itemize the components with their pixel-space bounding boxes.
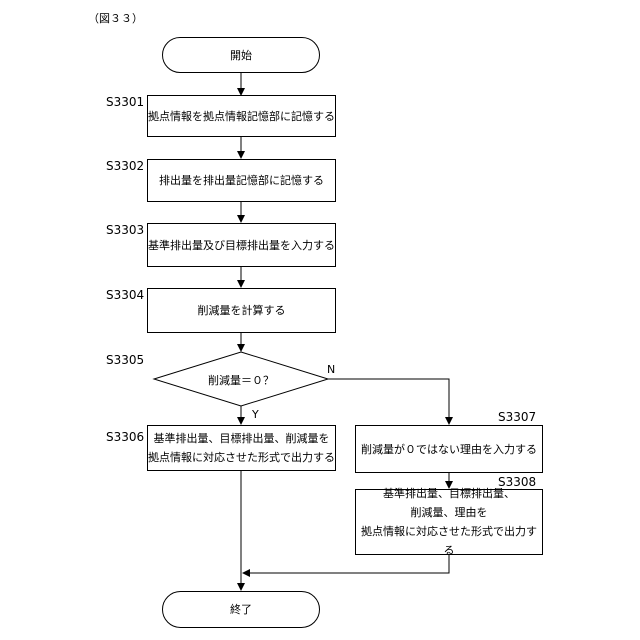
process-s3304-text: 削減量を計算する (198, 301, 286, 320)
step-id-s3301: S3301 (106, 95, 144, 109)
process-s3302-text: 排出量を排出量記憶部に記憶する (159, 171, 324, 190)
process-s3308-line1: 基準排出量、目標排出量、 (383, 484, 515, 503)
process-s3306-line1: 基準排出量、目標排出量、削減量を (154, 429, 330, 448)
process-s3301: 拠点情報を拠点情報記憶部に記憶する (147, 95, 336, 137)
step-id-s3304: S3304 (106, 288, 144, 302)
process-s3307-text: 削減量が０ではない理由を入力する (361, 440, 537, 459)
start-label: 開始 (230, 46, 252, 65)
process-s3308-line3: 拠点情報に対応させた形式で出力する (356, 522, 542, 560)
step-id-s3305: S3305 (106, 353, 144, 367)
arrow-no-s3307 (328, 379, 449, 424)
branch-no-label: N (327, 363, 335, 376)
branch-yes-label: Y (252, 408, 259, 421)
process-s3301-text: 拠点情報を拠点情報記憶部に記憶する (148, 107, 335, 126)
step-id-s3307: S3307 (498, 410, 536, 424)
start-terminal: 開始 (162, 37, 320, 73)
process-s3307: 削減量が０ではない理由を入力する (355, 425, 543, 473)
step-id-s3306: S3306 (106, 430, 144, 444)
end-label: 終了 (230, 600, 252, 619)
decision-s3305-text: 削減量＝０？ (191, 372, 291, 388)
process-s3306: 基準排出量、目標排出量、削減量を 拠点情報に対応させた形式で出力する (147, 425, 336, 471)
process-s3308-line2: 削減量、理由を (411, 503, 488, 522)
process-s3304: 削減量を計算する (147, 288, 336, 333)
process-s3303: 基準排出量及び目標排出量を入力する (147, 223, 336, 267)
end-terminal: 終了 (162, 591, 320, 628)
step-id-s3303: S3303 (106, 223, 144, 237)
process-s3308: 基準排出量、目標排出量、 削減量、理由を 拠点情報に対応させた形式で出力する (355, 489, 543, 555)
process-s3306-line2: 拠点情報に対応させた形式で出力する (148, 448, 335, 467)
step-id-s3302: S3302 (106, 159, 144, 173)
process-s3302: 排出量を排出量記憶部に記憶する (147, 159, 336, 202)
process-s3303-text: 基準排出量及び目標排出量を入力する (148, 236, 335, 255)
